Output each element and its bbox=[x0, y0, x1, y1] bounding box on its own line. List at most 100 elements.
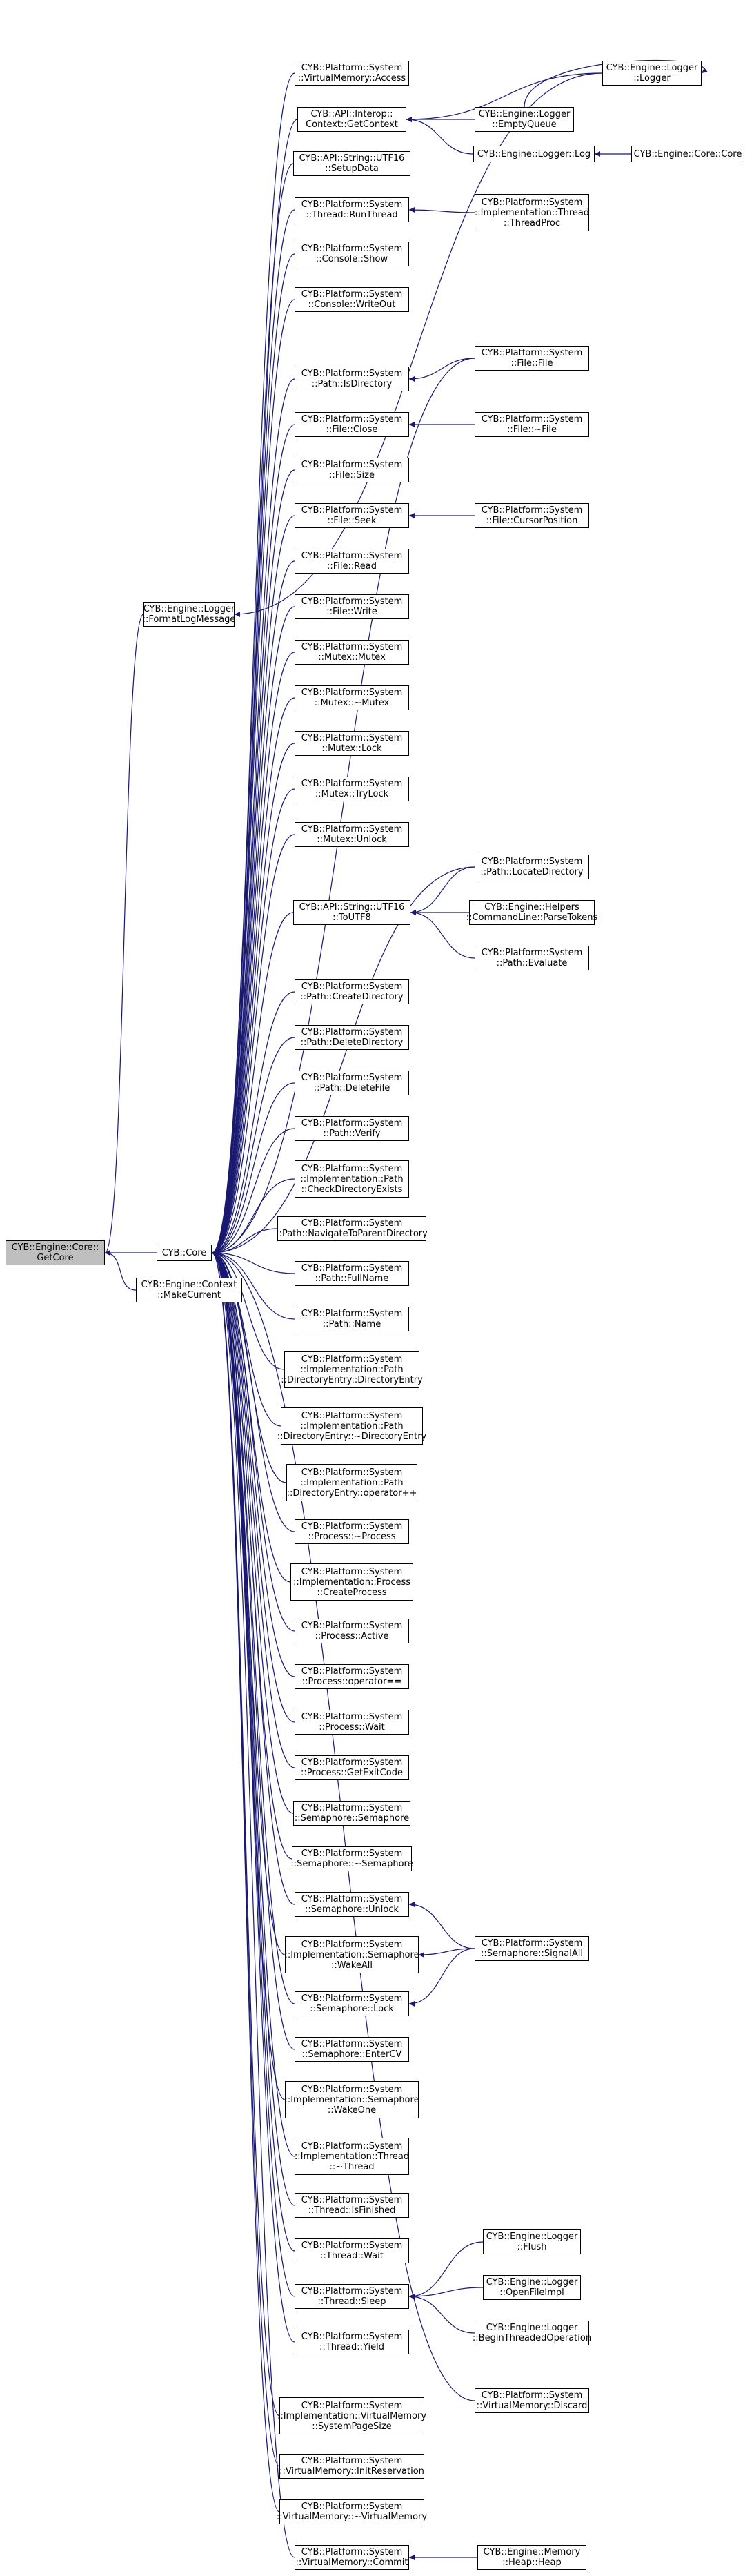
graph-node-createprocess[interactable]: CYB::Platform::System::Implementation::P… bbox=[290, 1563, 413, 1601]
graph-node-label: ::Path::Verify bbox=[323, 1129, 381, 1139]
graph-node-thread-sleep[interactable]: CYB::Platform::System::Thread::Sleep bbox=[295, 2284, 409, 2309]
graph-node-vm-discard[interactable]: CYB::Platform::System::VirtualMemory::Di… bbox=[475, 2388, 589, 2413]
graph-node-logger-log[interactable]: CYB::Engine::Logger::Log bbox=[473, 146, 595, 162]
graph-node-openfileimpl[interactable]: CYB::Engine::Logger::OpenFileImpl bbox=[483, 2275, 581, 2300]
graph-node-console-show[interactable]: CYB::Platform::System::Console::Show bbox=[295, 242, 409, 266]
edge-signalall-to-sem_unlock bbox=[408, 1902, 475, 1949]
graph-node-verify[interactable]: CYB::Platform::System::Path::Verify bbox=[295, 1116, 409, 1141]
edge-signalall-to-sem_lock bbox=[408, 1948, 475, 2007]
graph-node-label: ::Semaphore::Lock bbox=[310, 2004, 394, 2014]
graph-node-label: CYB::API::String::UTF16 bbox=[299, 153, 405, 164]
graph-node-getexitcode[interactable]: CYB::Platform::System::Process::GetExitC… bbox=[295, 1755, 409, 1780]
edge-file_file-to-isdirectory bbox=[408, 358, 475, 382]
graph-node-file-file[interactable]: CYB::Platform::System::File::File bbox=[475, 346, 589, 371]
graph-node-thread-wait[interactable]: CYB::Platform::System::Thread::Wait bbox=[295, 2238, 409, 2263]
graph-node-evaluate[interactable]: CYB::Platform::System::Path::Evaluate bbox=[475, 946, 589, 970]
graph-node-mutex-lock[interactable]: CYB::Platform::System::Mutex::Lock bbox=[295, 731, 409, 756]
graph-node-label: CYB::Engine::Logger bbox=[486, 2232, 578, 2242]
edge-logger_log-to-getcontext bbox=[406, 117, 474, 155]
graph-node-vm-commit[interactable]: CYB::Platform::System::VirtualMemory::Co… bbox=[295, 2545, 409, 2570]
graph-node-file-read[interactable]: CYB::Platform::System::File::Read bbox=[295, 549, 409, 574]
graph-node-cursorposition[interactable]: CYB::Platform::System::File::CursorPosit… bbox=[475, 503, 589, 528]
graph-node-locatedir[interactable]: CYB::Platform::System::Path::LocateDirec… bbox=[475, 855, 589, 879]
graph-node-navparent[interactable]: CYB::Platform::System::Path::NavigateToP… bbox=[276, 1216, 428, 1241]
graph-node-wakeone[interactable]: CYB::Platform::System::Implementation::S… bbox=[284, 2081, 419, 2118]
graph-node-checkdirexists[interactable]: CYB::Platform::System::Implementation::P… bbox=[295, 1160, 409, 1198]
graph-node-vm-dtor[interactable]: CYB::Platform::System::VirtualMemory::~V… bbox=[277, 2499, 427, 2524]
graph-node-runthread[interactable]: CYB::Platform::System::Thread::RunThread bbox=[295, 197, 409, 222]
graph-node-label: CYB::API::String::UTF16 bbox=[299, 902, 405, 913]
graph-node-label: CYB::Platform::System bbox=[301, 1027, 403, 1037]
graph-node-fullname[interactable]: CYB::Platform::System::Path::FullName bbox=[295, 1261, 409, 1286]
graph-node-label: ::Thread::Sleep bbox=[317, 2296, 386, 2307]
graph-node-label: CYB::Engine::Memory bbox=[483, 2547, 581, 2557]
graph-node-threadproc[interactable]: CYB::Platform::System::Implementation::T… bbox=[475, 194, 589, 231]
graph-node-file-write[interactable]: CYB::Platform::System::File::Write bbox=[295, 594, 409, 619]
graph-node-console-write[interactable]: CYB::Platform::System::Console::WriteOut bbox=[295, 287, 409, 312]
graph-node-deletefile[interactable]: CYB::Platform::System::Path::DeleteFile bbox=[295, 1071, 409, 1095]
graph-node-flush[interactable]: CYB::Engine::Logger::Flush bbox=[483, 2229, 581, 2254]
graph-node-parsetokens[interactable]: CYB::Engine::Helpers::CommandLine::Parse… bbox=[466, 900, 597, 925]
graph-node-mutex-unlock[interactable]: CYB::Platform::System::Mutex::Unlock bbox=[295, 822, 409, 847]
graph-node-deletedir[interactable]: CYB::Platform::System::Path::DeleteDirec… bbox=[295, 1025, 409, 1050]
graph-node-sem-dtor[interactable]: CYB::Platform::System::Semaphore::~Semap… bbox=[290, 1846, 413, 1871]
graph-node-label: ::VirtualMemory::Commit bbox=[295, 2557, 408, 2568]
graph-node-mutex-ctor[interactable]: CYB::Platform::System::Mutex::Mutex bbox=[295, 640, 409, 665]
graph-node-process-dtor[interactable]: CYB::Platform::System::Process::~Process bbox=[295, 1519, 409, 1544]
graph-node-makecurrent[interactable]: CYB::Engine::Context::MakeCurrent bbox=[136, 1278, 242, 1302]
graph-node-label: CYB::Platform::System bbox=[301, 2332, 403, 2342]
graph-node-file-size[interactable]: CYB::Platform::System::File::Size bbox=[295, 458, 409, 482]
graph-node-label: ::Implementation::Path bbox=[300, 1421, 404, 1432]
graph-node-label: CYB::Platform::System bbox=[301, 733, 403, 743]
graph-node-core[interactable]: CYB::Core bbox=[157, 1245, 212, 1261]
graph-node-core-core[interactable]: CYB::Engine::Core::Core bbox=[631, 146, 744, 162]
graph-node-thread-dtor[interactable]: CYB::Platform::System::Implementation::T… bbox=[295, 2138, 409, 2175]
graph-node-mutex-trylock[interactable]: CYB::Platform::System::Mutex::TryLock bbox=[295, 777, 409, 801]
graph-node-mutex-dtor[interactable]: CYB::Platform::System::Mutex::~Mutex bbox=[295, 685, 409, 710]
graph-node-wakeall[interactable]: CYB::Platform::System::Implementation::S… bbox=[284, 1936, 419, 1973]
graph-node-isfinished[interactable]: CYB::Platform::System::Thread::IsFinishe… bbox=[295, 2193, 409, 2218]
graph-node-signalall[interactable]: CYB::Platform::System::Semaphore::Signal… bbox=[475, 1936, 589, 1961]
graph-node-begintop[interactable]: CYB::Engine::Logger::BeginThreadedOperat… bbox=[473, 2321, 591, 2345]
graph-node-createdir[interactable]: CYB::Platform::System::Path::CreateDirec… bbox=[295, 979, 409, 1004]
graph-node-label: ::File::~File bbox=[507, 425, 557, 435]
graph-node-process-active[interactable]: CYB::Platform::System::Process::Active bbox=[295, 1619, 409, 1643]
graph-node-direntry-inc[interactable]: CYB::Platform::System::Implementation::P… bbox=[286, 1464, 417, 1501]
graph-node-label: ::Flush bbox=[517, 2242, 547, 2252]
graph-node-label: ::Semaphore::Semaphore bbox=[294, 1813, 410, 1824]
graph-node-sem-unlock[interactable]: CYB::Platform::System::Semaphore::Unlock bbox=[295, 1892, 409, 1917]
graph-node-path-name[interactable]: CYB::Platform::System::Path::Name bbox=[295, 1307, 409, 1331]
graph-node-syspagesize[interactable]: CYB::Platform::System::Implementation::V… bbox=[277, 2397, 426, 2434]
graph-node-toutf8[interactable]: CYB::API::String::UTF16::ToUTF8 bbox=[293, 900, 410, 925]
graph-node-vm-access[interactable]: CYB::Platform::System::VirtualMemory::Ac… bbox=[295, 61, 409, 86]
graph-node-file-dtor[interactable]: CYB::Platform::System::File::~File bbox=[475, 412, 589, 437]
graph-node-setupdata[interactable]: CYB::API::String::UTF16::SetupData bbox=[293, 151, 410, 176]
graph-node-file-seek[interactable]: CYB::Platform::System::File::Seek bbox=[295, 503, 409, 528]
graph-node-isdirectory[interactable]: CYB::Platform::System::Path::IsDirectory bbox=[295, 367, 409, 391]
graph-node-sem-lock[interactable]: CYB::Platform::System::Semaphore::Lock bbox=[295, 1991, 409, 2016]
graph-node-getcore[interactable]: CYB::Engine::Core::GetCore bbox=[6, 1240, 105, 1265]
graph-node-getcontext[interactable]: CYB::API::Interop::Context::GetContext bbox=[297, 107, 406, 132]
graph-node-process-wait[interactable]: CYB::Platform::System::Process::Wait bbox=[295, 1710, 409, 1735]
graph-node-label: ::Path::IsDirectory bbox=[311, 379, 393, 389]
graph-node-emptyqueue[interactable]: CYB::Engine::Logger::EmptyQueue bbox=[475, 107, 574, 132]
graph-node-label: CYB::Engine::Core:: bbox=[11, 1242, 99, 1253]
graph-node-label: CYB::Engine::Logger::Log bbox=[477, 148, 591, 159]
graph-node-initreservation[interactable]: CYB::Platform::System::VirtualMemory::In… bbox=[279, 2454, 424, 2479]
edge-runthread-to-core bbox=[211, 209, 295, 1256]
graph-node-thread-yield[interactable]: CYB::Platform::System::Thread::Yield bbox=[295, 2330, 409, 2354]
graph-node-heap[interactable]: CYB::Engine::Memory::Heap::Heap bbox=[477, 2545, 586, 2570]
graph-node-formatlog[interactable]: CYB::Engine::Logger::FormatLogMessage bbox=[143, 602, 235, 627]
graph-node-sem-ctor[interactable]: CYB::Platform::System::Semaphore::Semaph… bbox=[293, 1801, 410, 1826]
edge-openfileimpl-to-thread_sleep bbox=[408, 2287, 484, 2299]
edge-sem_lock-to-core bbox=[211, 1250, 295, 2004]
graph-node-label: ::ThreadProc bbox=[504, 217, 560, 228]
graph-node-label: ::FormatLogMessage bbox=[142, 614, 236, 625]
graph-node-logger-logger[interactable]: CYB::Engine::Logger::Logger bbox=[602, 61, 702, 86]
graph-node-label: ::File::Size bbox=[329, 470, 375, 480]
graph-node-direntry-ctor[interactable]: CYB::Platform::System::Implementation::P… bbox=[281, 1351, 423, 1388]
graph-node-process-eq[interactable]: CYB::Platform::System::Process::operator… bbox=[295, 1664, 409, 1689]
graph-node-direntry-dtor[interactable]: CYB::Platform::System::Implementation::P… bbox=[277, 1407, 426, 1445]
graph-node-entercv[interactable]: CYB::Platform::System::Semaphore::EnterC… bbox=[295, 2037, 409, 2062]
graph-node-file-close[interactable]: CYB::Platform::System::File::Close bbox=[295, 412, 409, 437]
